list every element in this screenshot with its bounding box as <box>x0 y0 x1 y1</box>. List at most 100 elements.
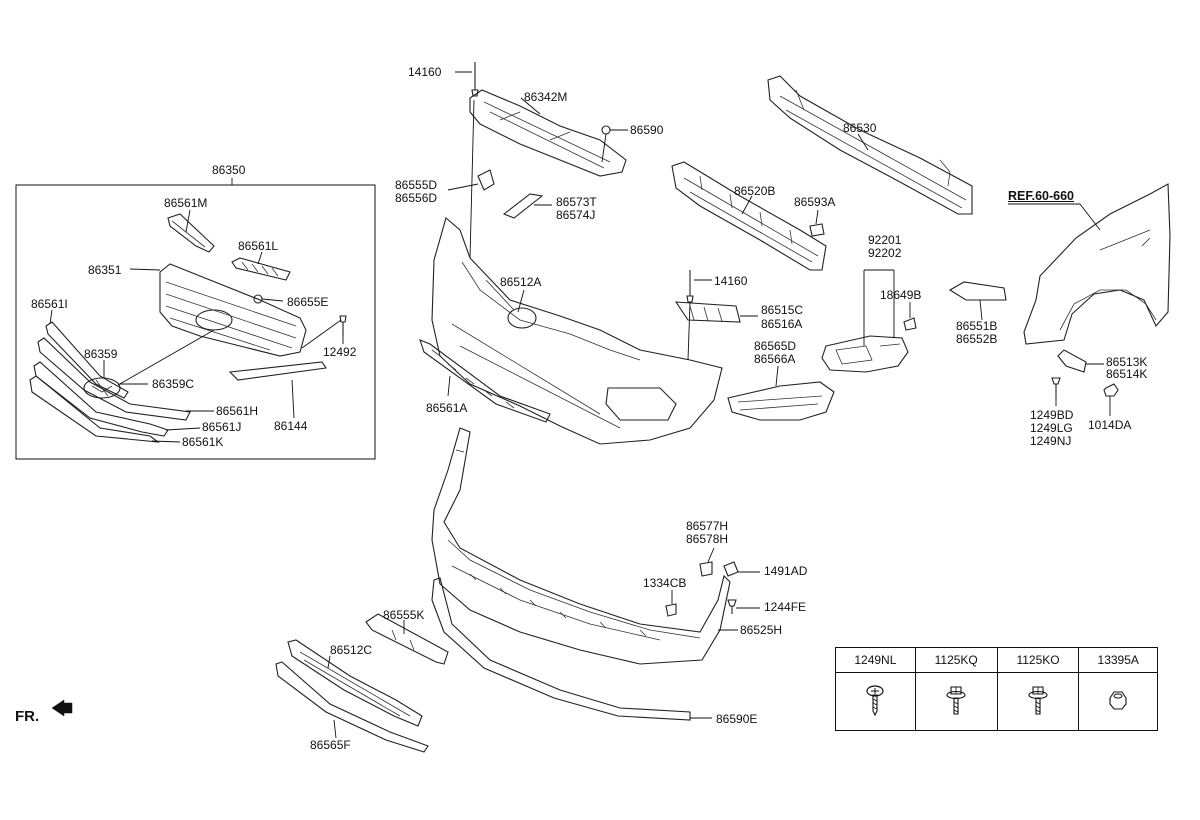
bolt-14160-mid <box>686 270 694 303</box>
bracket-86551B <box>948 281 1007 301</box>
label-86530: 86530 <box>843 121 877 135</box>
label-86561K: 86561K <box>182 435 224 449</box>
fastener-header-1125KO: 1125KO <box>996 647 1080 673</box>
grille-86351 <box>159 263 307 357</box>
label-86359: 86359 <box>84 347 118 361</box>
label-86512C: 86512C <box>330 643 373 657</box>
label-18649B: 18649B <box>880 288 922 302</box>
label-ref-60-660: REF.60-660 <box>1008 189 1075 203</box>
fog-bezel-86565D <box>727 381 835 421</box>
fastener-header-1249NL: 1249NL <box>835 647 916 673</box>
fastener-cell-1125KQ <box>914 672 998 731</box>
label-12492: 12492 <box>323 345 357 359</box>
label-86565F: 86565F <box>310 738 351 752</box>
label-86561M: 86561M <box>164 196 208 210</box>
label-86520B: 86520B <box>734 184 776 198</box>
label-1334CB: 1334CB <box>643 576 687 590</box>
label-1249NJ: 1249NJ <box>1030 434 1072 448</box>
clip-86590 <box>601 125 611 135</box>
front-marker: FR. <box>15 708 40 725</box>
label-1249BD: 1249BD <box>1030 408 1074 422</box>
label-86561A: 86561A <box>426 401 468 415</box>
molding-86561J <box>33 361 169 437</box>
label-1244FE: 1244FE <box>764 600 807 614</box>
grille-molding-86561L <box>231 257 291 281</box>
label-86516A: 86516A <box>761 317 803 331</box>
fastener-table: 1249NL 1125KQ 1125KO 13395A <box>835 647 1158 731</box>
grille-assembly-box <box>15 184 376 460</box>
fog-lamp-92201 <box>821 335 909 373</box>
bracket-86513K <box>1057 349 1087 373</box>
bumper-upper-86512A <box>431 217 723 445</box>
label-86578H: 86578H <box>686 532 729 546</box>
molding-86561H <box>37 337 191 421</box>
hex-nut-icon <box>1109 691 1127 710</box>
screw-12492 <box>339 315 347 336</box>
bumper-emblem-opening <box>507 307 537 329</box>
label-86577H: 86577H <box>686 519 729 533</box>
molding-86561I <box>45 321 129 399</box>
flange-bolt-icon <box>946 686 966 715</box>
label-86555D: 86555D <box>395 178 438 192</box>
fastener-header-13395A: 13395A <box>1078 647 1158 673</box>
label-86561L: 86561L <box>238 239 279 253</box>
molding-86561A <box>419 339 551 423</box>
label-86566A: 86566A <box>754 352 796 366</box>
fog-opening-left <box>605 387 677 421</box>
beam-86530 <box>767 75 973 215</box>
label-86590: 86590 <box>630 123 664 137</box>
molding-86144 <box>228 361 327 381</box>
label-86525H: 86525H <box>740 623 783 637</box>
bulb-18649B <box>903 317 917 331</box>
fastener-cell-13395A <box>1078 672 1158 731</box>
label-86351: 86351 <box>88 263 122 277</box>
cover-86342M <box>469 89 627 177</box>
pan-head-screw-icon <box>866 685 884 717</box>
label-86574J: 86574J <box>556 208 596 222</box>
front-arrow-icon <box>51 699 73 717</box>
screw-1249BD <box>1051 377 1061 398</box>
label-86556D: 86556D <box>395 191 438 205</box>
label-86555K: 86555K <box>383 608 425 622</box>
clip-86593A <box>809 223 825 237</box>
label-86514K: 86514K <box>1106 367 1148 381</box>
label-86513K: 86513K <box>1106 355 1148 369</box>
label-1249LG: 1249LG <box>1030 421 1073 435</box>
label-86144: 86144 <box>274 419 308 433</box>
label-86552B: 86552B <box>956 332 998 346</box>
clip-1334CB <box>665 603 677 617</box>
clip-1491AD <box>723 561 739 577</box>
label-86573T: 86573T <box>556 195 597 209</box>
bracket-86573T <box>502 193 544 219</box>
bracket-86555K <box>365 613 449 665</box>
label-92201: 92201 <box>868 233 902 247</box>
label-86342M: 86342M <box>524 90 568 104</box>
label-86561H: 86561H <box>216 404 259 418</box>
label-92202: 92202 <box>868 246 902 260</box>
assembly-number-86350: 86350 <box>212 163 246 177</box>
label-86590E: 86590E <box>716 712 758 726</box>
bracket-86515C <box>674 301 741 323</box>
label-86561I: 86561I <box>31 297 68 311</box>
absorber-86520B <box>671 161 827 271</box>
label-1014DA: 1014DA <box>1088 418 1132 432</box>
label-86561J: 86561J <box>202 420 242 434</box>
fastener-header-1125KQ: 1125KQ <box>914 647 998 673</box>
grille-molding-86561M <box>167 213 215 253</box>
label-86565D: 86565D <box>754 339 797 353</box>
label-14160-top: 14160 <box>408 65 442 79</box>
lower-molding-86565F <box>275 661 429 753</box>
label-86515C: 86515C <box>761 303 804 317</box>
bracket-86555D <box>477 169 495 191</box>
label-1491AD: 1491AD <box>764 564 808 578</box>
label-14160-mid: 14160 <box>714 274 748 288</box>
label-86655E: 86655E <box>287 295 329 309</box>
grille-emblem-ring <box>195 309 233 331</box>
lower-bumper-86525H <box>431 427 731 665</box>
label-86512A: 86512A <box>500 275 542 289</box>
fastener-cell-1249NL <box>835 672 916 731</box>
clip-86577H <box>699 561 713 577</box>
strip-86590E <box>431 577 691 721</box>
flange-bolt-icon <box>1028 686 1048 715</box>
